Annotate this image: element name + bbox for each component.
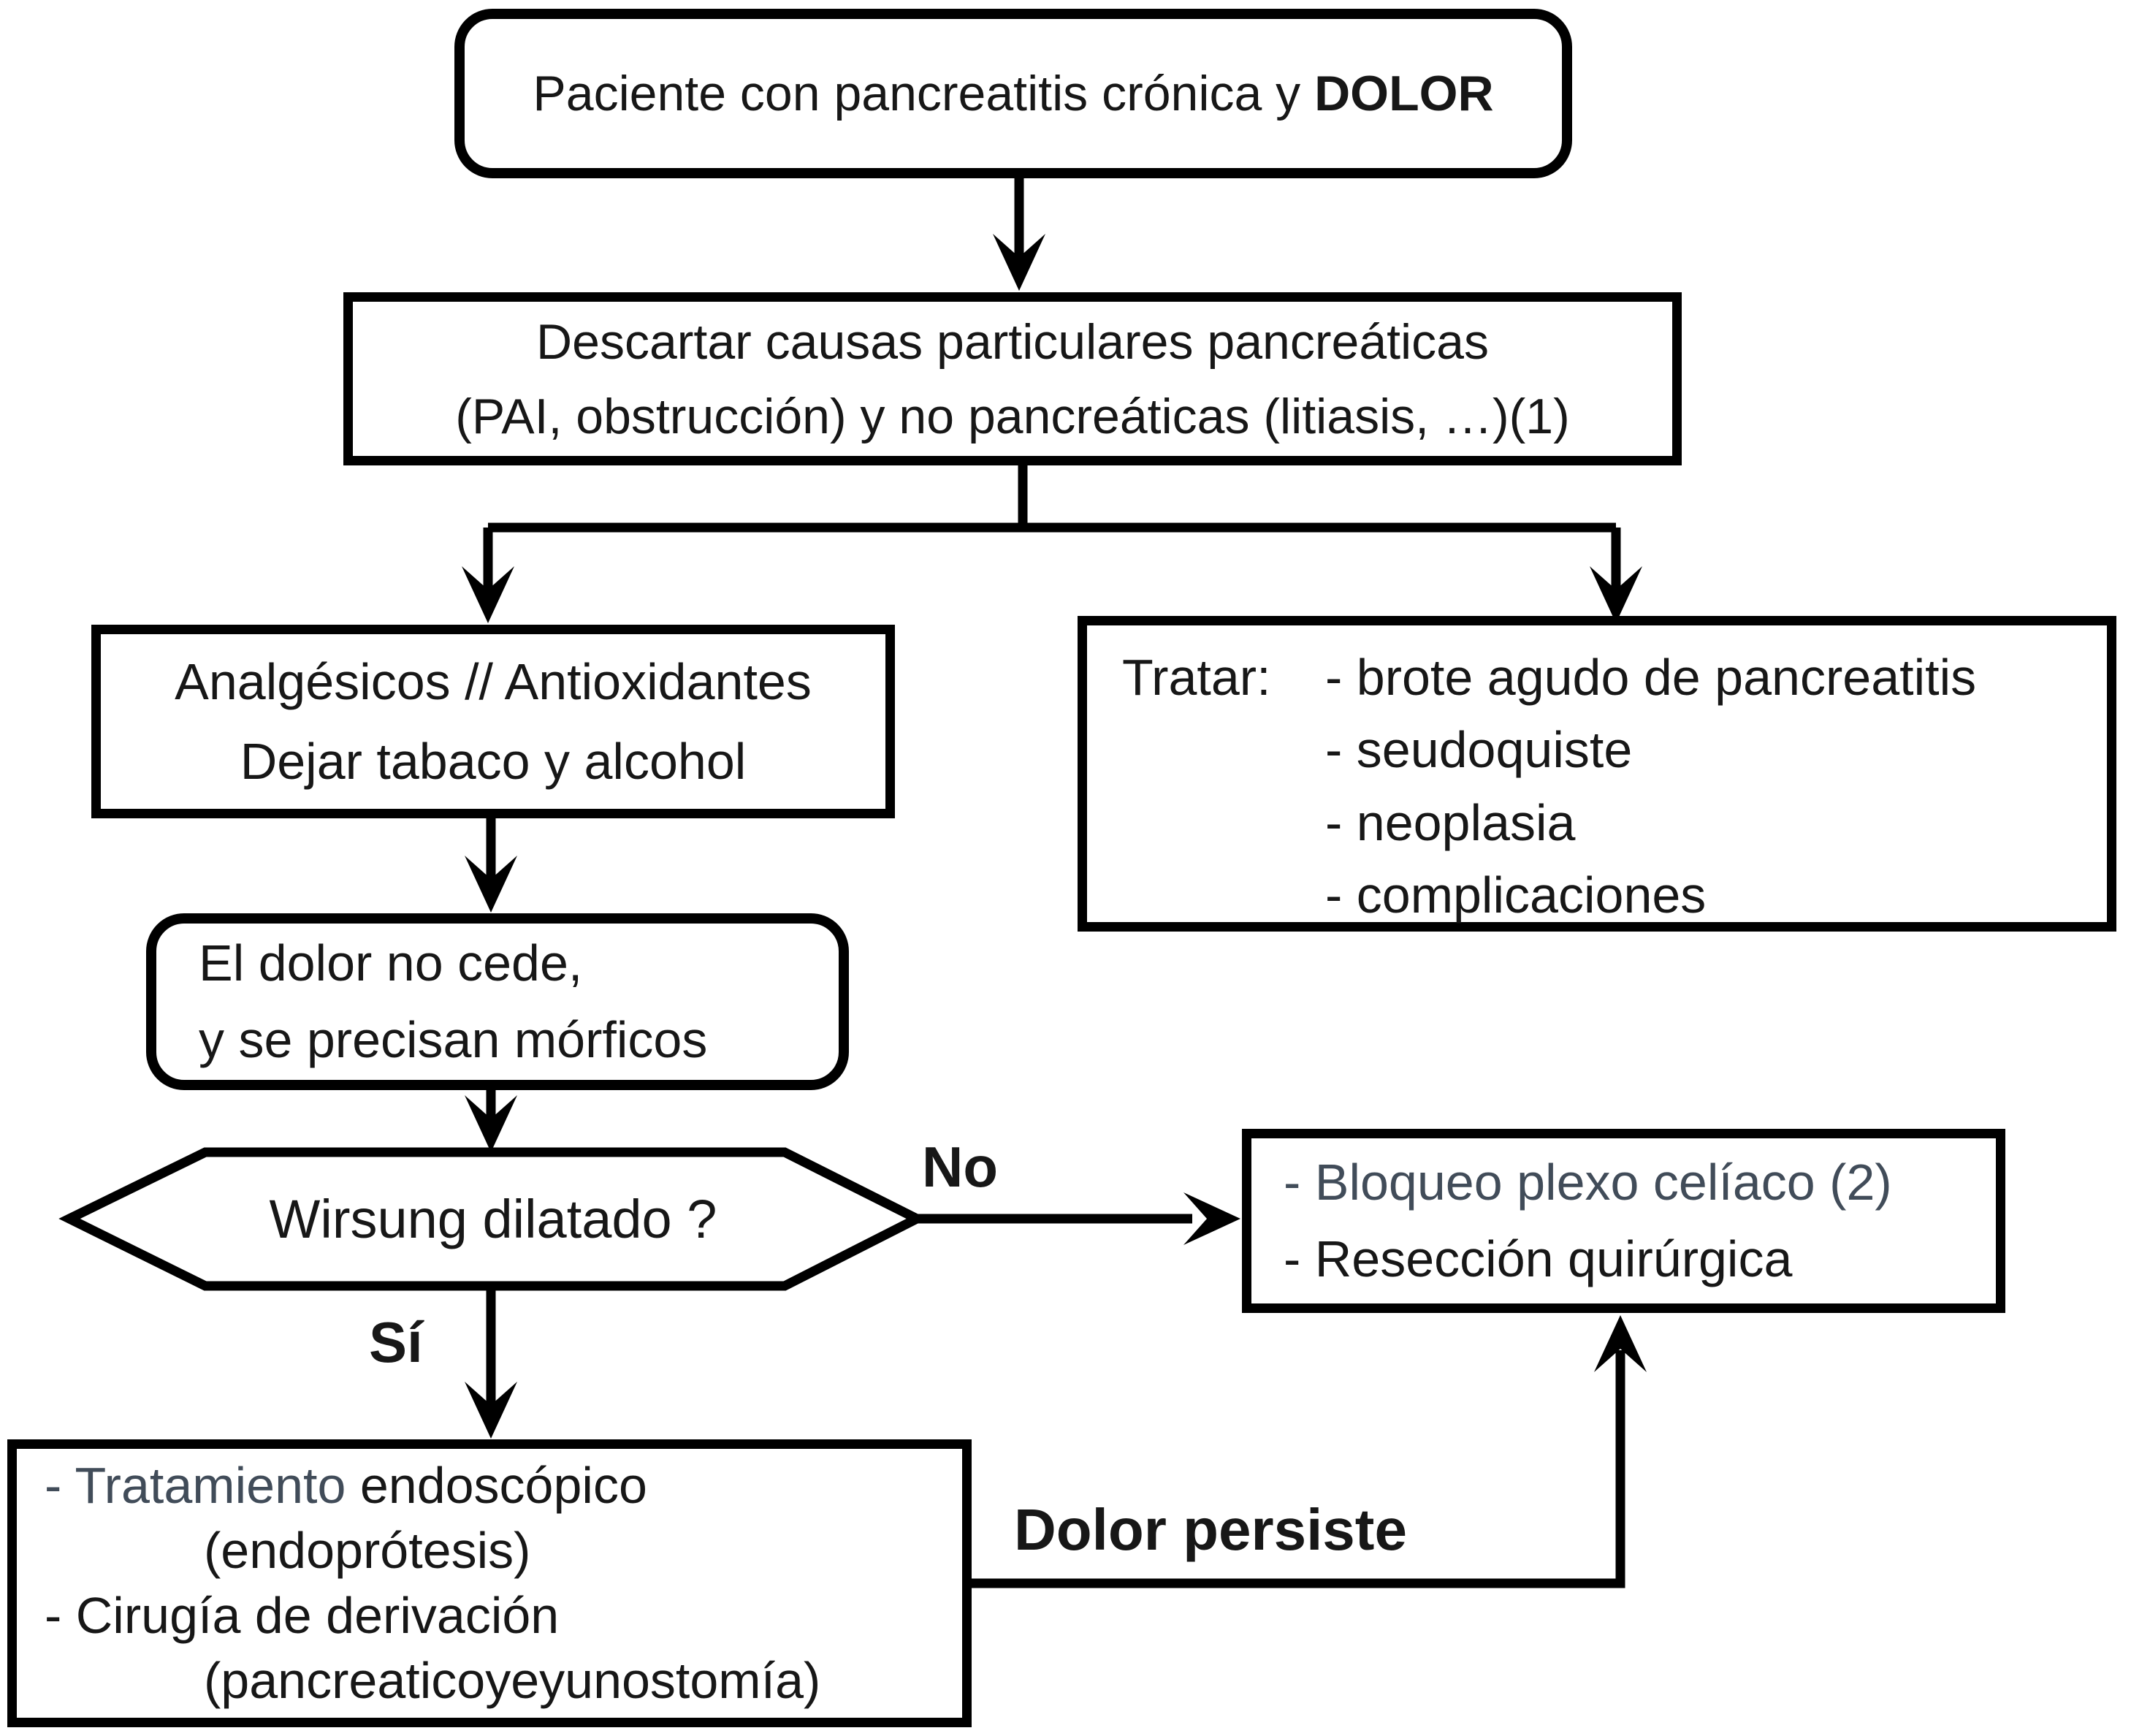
- tratar-item: - neoplasia: [1325, 793, 1576, 851]
- start-box: Paciente con pancreatitis crónica y DOLO…: [454, 9, 1572, 178]
- dolor-line1: El dolor no cede,: [199, 934, 583, 991]
- analgesicos-line2: Dejar tabaco y alcohol: [240, 732, 747, 790]
- tratamiento-line3: - Cirugía de derivación: [45, 1587, 560, 1644]
- descartar-box: Descartar causas particulares pancreátic…: [343, 292, 1682, 465]
- dolor-line2: y se precisan mórficos: [199, 1011, 708, 1068]
- arrowhead-down-icon: [993, 234, 1045, 291]
- arrowhead-down-icon: [1590, 566, 1642, 623]
- descartar-line2: (PAI, obstrucción) y no pancreáticas (li…: [455, 388, 1570, 444]
- dolor-no-cede-box: El dolor no cede, y se precisan mórficos: [146, 913, 849, 1090]
- bloqueo-line2: - Resección quirúrgica: [1284, 1230, 1793, 1287]
- tratamiento-line1: - Tratamiento endoscópico: [45, 1453, 962, 1518]
- arrowhead-right-icon: [1183, 1192, 1240, 1245]
- branch-label-dolor-persiste: Dolor persiste: [1014, 1497, 1407, 1562]
- tratar-item-list: - brote agudo de pancreatitis - seudoqui…: [1325, 642, 1976, 932]
- branch-label-no: No: [922, 1135, 998, 1199]
- arrow-dolor-persiste: [972, 1350, 1625, 1588]
- arrowhead-down-icon: [465, 1095, 517, 1152]
- start-box-text: Paciente con pancreatitis crónica y DOLO…: [533, 58, 1493, 130]
- bloqueo-line1: - Bloqueo plexo celíaco (2): [1284, 1154, 1892, 1211]
- tratamiento-box: - Tratamiento endoscópico (endoprótesis)…: [7, 1439, 972, 1727]
- tratamiento-line4: (pancreaticoyeyunostomía): [204, 1651, 821, 1709]
- descartar-line1: Descartar causas particulares pancreátic…: [536, 313, 1489, 370]
- analgesicos-line1: Analgésicos // Antioxidantes: [175, 653, 812, 710]
- start-box-text-regular: Paciente con pancreatitis crónica y: [533, 65, 1315, 121]
- tratar-label: Tratar:: [1122, 649, 1271, 706]
- tratamiento-line1-colored: - Tratamiento: [45, 1457, 346, 1515]
- start-box-text-bold: DOLOR: [1314, 65, 1494, 121]
- analgesicos-box: Analgésicos // Antioxidantes Dejar tabac…: [91, 625, 895, 818]
- tratar-box: Tratar: - brote agudo de pancreatitis - …: [1078, 616, 2116, 932]
- tratar-item: - complicaciones: [1325, 867, 1707, 924]
- arrowhead-down-icon: [465, 856, 517, 913]
- arrowhead-down-icon: [462, 566, 514, 623]
- tratamiento-line1-rest: endoscópico: [346, 1457, 647, 1515]
- bloqueo-box: - Bloqueo plexo celíaco (2) - Resección …: [1242, 1129, 2005, 1313]
- tratar-item: - brote agudo de pancreatitis: [1325, 649, 1977, 706]
- decision-question: Wirsung dilatado ?: [269, 1189, 717, 1249]
- tratamiento-line2: (endoprótesis): [204, 1522, 531, 1580]
- arrowhead-down-icon: [465, 1382, 517, 1439]
- tratar-item: - seudoquiste: [1325, 721, 1633, 779]
- arrowhead-up-icon: [1594, 1315, 1647, 1372]
- branch-label-si: Sí: [369, 1310, 423, 1374]
